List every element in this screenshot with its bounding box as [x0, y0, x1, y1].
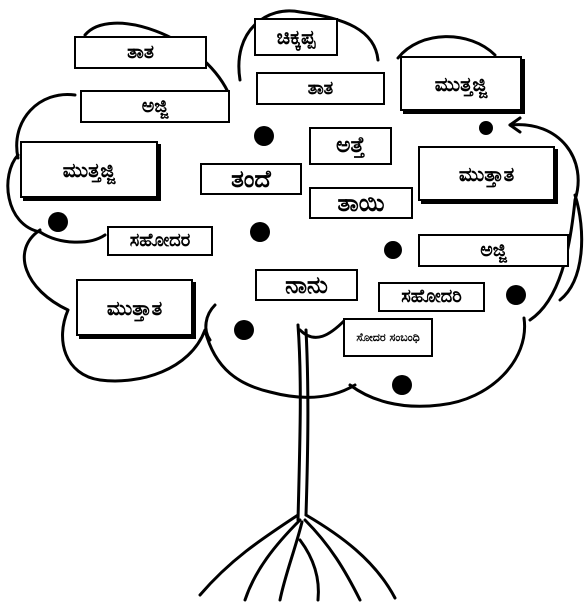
label-muttaata-right: ಮುತ್ತಾತ: [418, 146, 555, 201]
label-muttajji-top-right: ಮುತ್ತಜ್ಜಿ: [400, 56, 522, 111]
label-taayi: ತಾಯಿ: [309, 187, 413, 219]
tree-root: [298, 538, 320, 602]
canopy-arrow: [508, 116, 522, 134]
label-sahodari: ಸಹೋದರಿ: [378, 282, 485, 312]
label-atte: ಅತ್ತೆ: [309, 127, 392, 165]
tree-root: [278, 520, 304, 602]
label-muttaata-left: ಮುತ್ತಾತ: [76, 279, 193, 336]
tree-canopy-outline: [6, 9, 584, 408]
tree-root: [303, 518, 362, 602]
label-taata-top: ತಾತ: [74, 36, 207, 69]
label-sodara-sambandhi: ಸೋದರ ಸಂಬಂಧಿ: [343, 318, 433, 357]
tree-trunk: [296, 323, 302, 522]
decorative-blob: [254, 126, 274, 146]
canopy-curl: [204, 303, 217, 342]
tree-root: [304, 513, 397, 600]
decorative-blob: [506, 285, 526, 305]
label-ajji-top: ಅಜ್ಜಿ: [80, 90, 230, 123]
tree-trunk: [304, 328, 310, 517]
label-sahodara: ಸಹೋದರ: [107, 226, 213, 256]
decorative-blob: [48, 212, 68, 232]
canopy-curl: [298, 318, 347, 339]
canopy-curl: [38, 230, 107, 244]
label-naanu: ನಾನು: [255, 269, 358, 301]
decorative-blob: [479, 121, 493, 135]
label-muttajji-left: ಮುತ್ತಜ್ಜಿ: [20, 141, 158, 198]
label-chikkappa: ಚಿಕ್ಕಪ್ಪ: [254, 18, 338, 56]
decorative-blob: [384, 241, 402, 259]
tree-root: [243, 518, 302, 602]
decorative-blob: [392, 375, 412, 395]
label-taata-mid: ತಾತ: [256, 72, 385, 105]
decorative-blob: [250, 222, 270, 242]
decorative-blob: [234, 320, 254, 340]
label-tande: ತಂದೆ: [200, 163, 302, 195]
label-ajji-right: ಅಜ್ಜಿ: [418, 234, 569, 267]
tree-root: [198, 513, 300, 597]
